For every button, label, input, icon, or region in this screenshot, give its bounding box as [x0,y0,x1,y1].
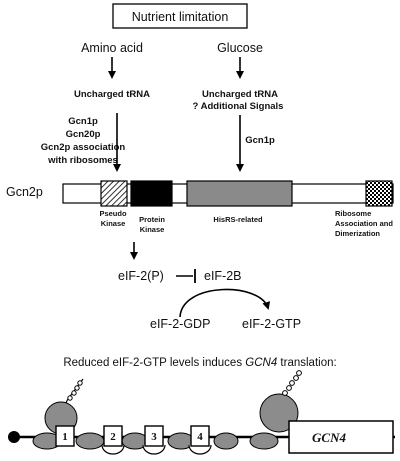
peptide-bead [71,390,77,396]
uorf-label: 2 [110,431,116,443]
right-factor-gcn1p: Gcn1p [245,135,275,146]
uorf-box [55,425,75,447]
small-subunit [75,432,105,450]
right-signal-line1: Uncharged tRNA [202,89,278,100]
uorf-1: 1 [55,425,75,447]
domain-label-ribosome: Ribosome [335,209,371,218]
uorf-box [144,425,164,447]
peptide-bead [77,380,83,386]
domain-label-kinase: Kinase [101,219,126,228]
domain-hisrs-related [186,180,293,207]
protein-name: Gcn2p [6,185,43,199]
peptide-bead [289,380,295,386]
caption-text: Reduced eIF-2-GTP levels induces GCN4 tr… [63,357,336,369]
gcn4-label: GCN4 [312,430,346,445]
peptide-bead [293,375,299,381]
gcn4-orf-box [288,420,394,454]
exchange-arrow [179,288,271,318]
eif2-gtp-label: eIF-2-GTP [242,317,301,331]
uorf-4: 4 [188,425,212,455]
factor-gcn20p: Gcn20p [66,129,101,140]
glucose-label: Glucose [217,41,263,55]
uorf-box [103,425,123,447]
peptide-bead [296,370,302,376]
uorf-label: 1 [62,431,68,443]
factor-with-ribosomes: with ribosomes [47,155,118,166]
domain-label-dimerization: Dimerization [335,229,380,238]
factor-gcn1p: Gcn1p [68,116,98,127]
domain-label-association: Association and [335,219,393,228]
peptide-bead [74,385,80,391]
uorf-3: 3 [142,425,166,455]
domain-label-pseudo: Pseudo [99,209,127,218]
uorf-label: 3 [151,431,157,443]
domain-label-hisrs: HisRS-related [213,215,263,224]
uorf-scanning-subunit [142,444,166,455]
uorf-scanning-subunit [188,444,212,455]
uorf-scanning-subunit [101,444,125,455]
small-subunit [213,432,239,450]
eif2b-label: eIF-2B [204,269,242,283]
domain-label-protein: Protein [139,215,165,224]
peptide-bead [282,390,288,396]
gcn2p-protein-bar [62,180,394,207]
amino-acid-label: Amino acid [81,41,143,55]
peptide-bead [286,385,292,391]
uorf-2: 2 [101,425,125,455]
domain-ribosome-association [365,180,393,207]
domain-protein-kinase [130,180,173,207]
mrna-cap [8,431,20,443]
left-signal: Uncharged tRNA [74,89,150,100]
peptide-bead [67,395,73,401]
eif2-gdp-label: eIF-2-GDP [150,317,210,331]
domain-label-protein-kinase: Kinase [140,225,165,234]
title-text: Nutrient limitation [132,10,229,24]
title-box [112,3,248,29]
small-subunit [249,432,279,450]
uorf-label: 4 [197,431,203,443]
eif2p-label: eIF-2(P) [118,269,164,283]
factor-gcn2p-association: Gcn2p association [41,142,126,153]
right-signal-line2: ? Additional Signals [193,101,284,112]
uorf-box [190,425,210,447]
domain-pseudo-kinase [100,180,128,207]
